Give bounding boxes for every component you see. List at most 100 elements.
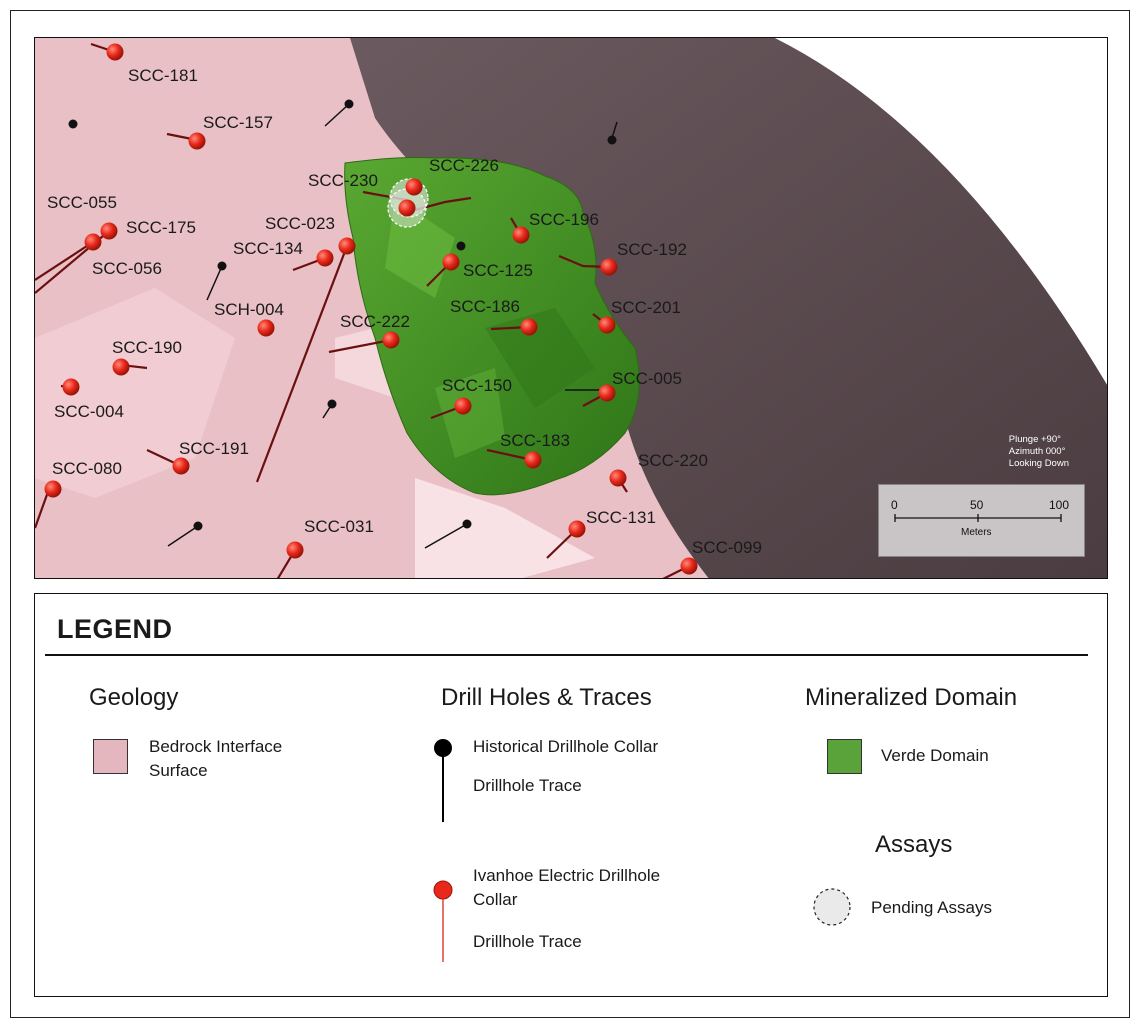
plunge-text: Plunge +90°	[1008, 434, 1061, 445]
ivanhoe-collar[interactable]	[257, 319, 275, 337]
domain-facet	[435, 368, 505, 458]
bedrock-label: Bedrock Interface Surface	[149, 735, 282, 783]
ivanhoe-collar-label-line1: Ivanhoe Electric Drillhole	[473, 866, 661, 885]
ivanhoe-collar[interactable]	[44, 480, 62, 498]
verde-swatch	[827, 739, 862, 774]
bedrock-swatch	[93, 739, 128, 774]
hole-label[interactable]: SCC-055	[47, 193, 117, 212]
hole-label[interactable]: SCC-192	[617, 240, 687, 259]
figure-frame	[10, 10, 1130, 1018]
hole-label[interactable]: SCC-186	[450, 297, 520, 316]
hole-label[interactable]: SCC-230	[308, 171, 378, 190]
azimuth-text: Azimuth 000°	[1008, 446, 1066, 457]
ivanhoe-collar[interactable]	[316, 249, 334, 267]
historical-collar[interactable]	[217, 261, 227, 271]
ivanhoe-collar[interactable]	[598, 316, 616, 334]
historical-collar[interactable]	[344, 99, 354, 109]
bedrock-highlight	[35, 288, 235, 498]
hole-label[interactable]: SCC-134	[233, 239, 303, 258]
ivanhoe-collar[interactable]	[112, 358, 130, 376]
ivanhoe-collar[interactable]	[520, 318, 538, 336]
ivanhoe-collar[interactable]	[286, 541, 304, 559]
legend-panel: LEGEND Geology Bedrock Interface Surface…	[34, 593, 1108, 997]
hole-label[interactable]: SCC-190	[112, 338, 182, 357]
hole-label[interactable]: SCC-226	[429, 156, 499, 175]
ivanhoe-collar[interactable]	[382, 331, 400, 349]
ivanhoe-collar-icon-fill	[433, 880, 453, 900]
ivanhoe-collar[interactable]	[524, 451, 542, 469]
ivanhoe-collars	[44, 43, 698, 575]
domain-facet	[385, 198, 455, 298]
ivanhoe-collar[interactable]	[512, 226, 530, 244]
map-view[interactable]: SCC-181 SCC-157 SCC-055 SCC-175 SCC-056 …	[34, 37, 1108, 579]
hole-label[interactable]: SCC-099	[692, 538, 762, 557]
hole-label[interactable]: SCC-175	[126, 218, 196, 237]
bedrock-label-line1: Bedrock Interface	[149, 737, 283, 756]
hole-labels: SCC-181 SCC-157 SCC-055 SCC-175 SCC-056 …	[47, 66, 762, 557]
historical-collar[interactable]	[68, 119, 78, 129]
hole-label[interactable]: SCC-150	[442, 376, 512, 395]
hole-label[interactable]: SCC-080	[52, 459, 122, 478]
bedrock-highlight	[415, 478, 595, 578]
hole-label[interactable]: SCC-056	[92, 259, 162, 278]
hole-label[interactable]: SCC-023	[265, 214, 335, 233]
scale-tick-50: 50	[970, 498, 984, 512]
historical-collar[interactable]	[327, 399, 337, 409]
historical-collar-icon	[434, 739, 452, 757]
ivanhoe-collar[interactable]	[398, 199, 416, 217]
map-background	[775, 38, 1107, 385]
drill-holes-heading: Drill Holes & Traces	[441, 684, 652, 711]
view-orientation: Plunge +90° Azimuth 000° Looking Down	[1009, 434, 1069, 470]
hole-label[interactable]: SCC-222	[340, 312, 410, 331]
scale-tick-0: 0	[891, 498, 898, 512]
ivanhoe-collar[interactable]	[600, 258, 618, 276]
hole-label[interactable]: SCC-031	[304, 517, 374, 536]
ivanhoe-collar[interactable]	[454, 397, 472, 415]
ivanhoe-collar[interactable]	[338, 237, 356, 255]
historical-collar[interactable]	[607, 135, 617, 145]
ivanhoe-collar[interactable]	[598, 384, 616, 402]
hole-label[interactable]: SCC-131	[586, 508, 656, 527]
ivanhoe-symbol	[433, 880, 453, 962]
hole-label[interactable]: SCC-157	[203, 113, 273, 132]
hole-label[interactable]: SCC-005	[612, 369, 682, 388]
historical-collar[interactable]	[462, 519, 472, 529]
ivanhoe-collar-label: Ivanhoe Electric Drillhole Collar	[473, 864, 660, 912]
historical-trace-label: Drillhole Trace	[473, 776, 582, 795]
legend-divider	[45, 654, 1088, 656]
legend-title: LEGEND	[57, 614, 173, 644]
ivanhoe-collar[interactable]	[84, 233, 102, 251]
ivanhoe-collar[interactable]	[405, 178, 423, 196]
historical-drillholes	[167, 103, 618, 549]
historical-collar[interactable]	[193, 521, 203, 531]
ivanhoe-collar[interactable]	[609, 469, 627, 487]
hole-label[interactable]: SCC-183	[500, 431, 570, 450]
hole-label[interactable]: SCC-191	[179, 439, 249, 458]
ivanhoe-collar[interactable]	[680, 557, 698, 575]
scale-unit: Meters	[961, 527, 992, 538]
hole-label[interactable]: SCC-181	[128, 66, 198, 85]
geology-heading: Geology	[89, 684, 179, 711]
hole-label[interactable]: SCH-004	[214, 300, 284, 319]
hole-label[interactable]: SCC-004	[54, 402, 124, 421]
ivanhoe-collar[interactable]	[442, 253, 460, 271]
ivanhoe-trace-label: Drillhole Trace	[473, 932, 582, 951]
ivanhoe-collar[interactable]	[62, 378, 80, 396]
ivanhoe-collar[interactable]	[106, 43, 124, 61]
hole-label[interactable]: SCC-201	[611, 298, 681, 317]
ivanhoe-collar[interactable]	[568, 520, 586, 538]
verde-label: Verde Domain	[881, 746, 989, 765]
hole-label[interactable]: SCC-125	[463, 261, 533, 280]
ivanhoe-collar[interactable]	[100, 222, 118, 240]
bedrock-label-line2: Surface	[149, 761, 208, 780]
ivanhoe-collar[interactable]	[188, 132, 206, 150]
ivanhoe-collar-label-line2: Collar	[473, 890, 518, 909]
looking-text: Looking Down	[1008, 458, 1069, 469]
pending-assays-label: Pending Assays	[871, 898, 992, 917]
ivanhoe-collar[interactable]	[172, 457, 190, 475]
mineralized-heading: Mineralized Domain	[805, 684, 1018, 711]
hole-label[interactable]: SCC-196	[529, 210, 599, 229]
historical-collar-label: Historical Drillhole Collar	[473, 737, 659, 756]
hole-label[interactable]: SCC-220	[638, 451, 708, 470]
historical-collar[interactable]	[456, 241, 466, 251]
